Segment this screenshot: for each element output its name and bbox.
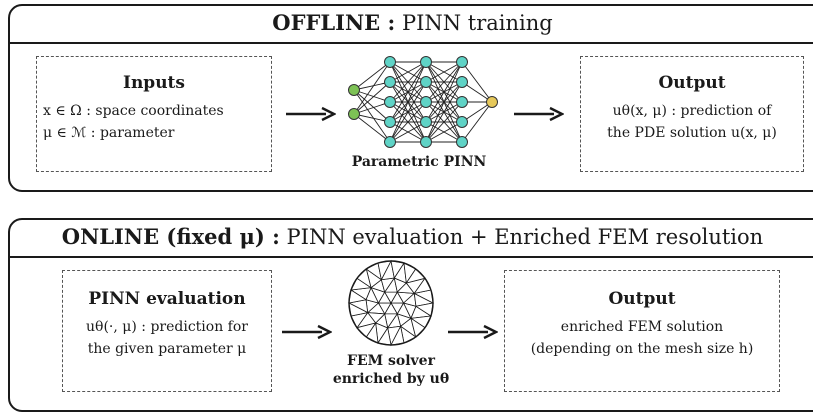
nn-edge [389,61,427,143]
nn-edge [425,61,463,103]
nn-hidden-node [456,116,468,128]
arrow-pinn-to-fem [282,324,332,340]
arrow-pinn-to-output [514,106,564,122]
offline-output-box: Output uθ(x, μ) : prediction of the PDE … [580,56,804,172]
nn-edge [461,81,493,103]
pinn-network-diagram [348,56,498,148]
fem-caption-line2: enriched by uθ [332,371,450,387]
online-title-bold: ONLINE (fixed μ) : [61,224,280,249]
nn-edge [353,89,391,123]
nn-edge [353,81,391,115]
online-output-line2: (depending on the mesh size h) [530,341,754,357]
nn-edge [389,121,427,143]
online-title-rest: PINN evaluation + Enriched FEM resolutio… [286,225,764,249]
nn-edge [389,81,427,143]
nn-edge [353,113,391,143]
online-panel: ONLINE (fixed μ) : PINN evaluation + Enr… [8,218,813,412]
arrow-inputs-to-pinn [286,106,336,122]
nn-hidden-node [420,56,432,68]
nn-hidden-node [420,76,432,88]
pinn-evaluation-line2: the given parameter μ [87,341,247,357]
pinn-evaluation-line1: uθ(·, μ) : prediction for [86,319,248,335]
nn-edge [425,121,463,143]
nn-edge [389,101,427,143]
online-output-heading: Output [608,289,676,309]
inputs-heading: Inputs [123,73,185,93]
nn-hidden-node [420,96,432,108]
nn-edge [425,101,463,143]
nn-edge [353,61,391,91]
nn-edge [353,101,391,115]
pinn-evaluation-box: PINN evaluation uθ(·, μ) : prediction fo… [62,270,272,392]
offline-output-line2: the PDE solution u(x, μ) [607,125,777,141]
inputs-line-space: x ∈ Ω : space coordinates [43,103,224,119]
nn-hidden-node [456,136,468,148]
nn-hidden-node [384,136,396,148]
arrow-fem-to-output [448,324,498,340]
nn-hidden-node [384,116,396,128]
online-output-line1: enriched FEM solution [560,319,724,335]
nn-hidden-node [420,136,432,148]
mesh-boundary [348,260,434,346]
nn-edge [425,61,463,83]
nn-hidden-node [384,96,396,108]
fem-caption-line1: FEM solver [347,353,435,369]
nn-edge [353,89,391,103]
nn-hidden-node [384,76,396,88]
nn-edge [353,89,391,143]
nn-hidden-node [456,96,468,108]
nn-edge [389,61,427,123]
online-output-box: Output enriched FEM solution (depending … [504,270,780,392]
nn-edge [461,101,493,143]
nn-edge [461,101,493,123]
offline-panel: OFFLINE : PINN training Inputs x ∈ Ω : s… [8,4,813,192]
offline-title-bold: OFFLINE : [272,10,396,35]
nn-hidden-node [420,116,432,128]
nn-hidden-node [384,56,396,68]
fem-solver-caption: FEM solver enriched by uθ [326,352,456,388]
nn-edge [353,81,391,91]
offline-output-line1: uθ(x, μ) : prediction of [612,103,772,119]
pinn-evaluation-heading: PINN evaluation [88,289,246,309]
nn-output-node [486,96,498,108]
online-title: ONLINE (fixed μ) : PINN evaluation + Enr… [10,220,813,258]
offline-output-heading: Output [658,73,726,93]
nn-edge [353,61,391,115]
nn-hidden-node [456,56,468,68]
inputs-box: Inputs x ∈ Ω : space coordinates μ ∈ ℳ :… [36,56,272,172]
nn-input-node [348,108,360,120]
offline-title: OFFLINE : PINN training [10,6,813,44]
nn-edge [461,61,493,103]
nn-edge [353,113,391,123]
nn-hidden-node [456,76,468,88]
nn-edge [425,81,463,143]
parametric-pinn-caption: Parametric PINN [351,154,487,170]
nn-edge [425,61,463,123]
offline-title-rest: PINN training [401,11,553,35]
fem-mesh-disc [347,259,435,347]
nn-edge [389,61,427,83]
nn-edge [389,61,427,103]
nn-edge [425,61,463,143]
nn-input-node [348,84,360,96]
inputs-line-parameter: μ ∈ ℳ : parameter [43,125,175,141]
